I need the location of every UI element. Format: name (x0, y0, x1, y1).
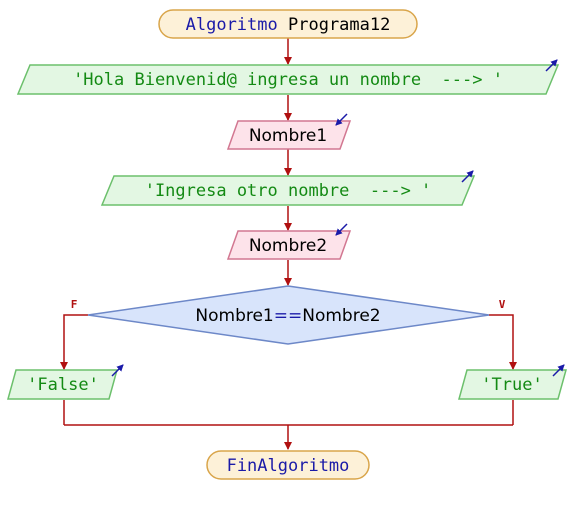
output-false: 'False' (7, 364, 124, 400)
connectors (60, 38, 517, 450)
input-1-text: Nombre1 (249, 126, 327, 146)
input-1: Nombre1 (226, 113, 352, 150)
output-true-icon (552, 364, 565, 377)
output-2-text: 'Ingresa otro nombre ---> ' (145, 181, 432, 201)
svg-text:Nombre1==Nombre2: Nombre1==Nombre2 (195, 306, 380, 326)
decision-right-operand: Nombre2 (302, 306, 380, 326)
output-true-text: 'True' (481, 375, 542, 395)
output-2: 'Ingresa otro nombre ---> ' (100, 170, 476, 206)
input-2-icon (335, 223, 348, 236)
decision-operator: == (274, 306, 303, 326)
decision-false-label: F (71, 298, 78, 311)
decision-left-operand: Nombre1 (195, 306, 273, 326)
end-keyword: FinAlgoritmo (227, 456, 350, 476)
svg-text:Algoritmo Programa12: Algoritmo Programa12 (186, 15, 391, 35)
end-terminal: FinAlgoritmo (206, 450, 370, 480)
decision: Nombre1==Nombre2 F V (71, 285, 506, 345)
start-program-name: Programa12 (288, 15, 390, 35)
input-1-icon (335, 113, 348, 126)
input-2: Nombre2 (226, 223, 352, 260)
output-1: 'Hola Bienvenid@ ingresa un nombre ---> … (16, 59, 560, 95)
output-true: 'True' (458, 364, 567, 400)
output-1-icon (545, 59, 558, 72)
start-terminal: Algoritmo Programa12 (158, 9, 418, 39)
output-false-icon (111, 364, 124, 377)
output-2-icon (461, 170, 474, 183)
output-1-text: 'Hola Bienvenid@ ingresa un nombre ---> … (73, 70, 503, 90)
connector-decision-false (60, 314, 88, 370)
connector-decision-true (489, 314, 517, 370)
output-false-text: 'False' (27, 375, 99, 395)
input-2-text: Nombre2 (249, 236, 327, 256)
decision-true-label: V (499, 298, 506, 311)
start-keyword: Algoritmo (186, 15, 278, 35)
